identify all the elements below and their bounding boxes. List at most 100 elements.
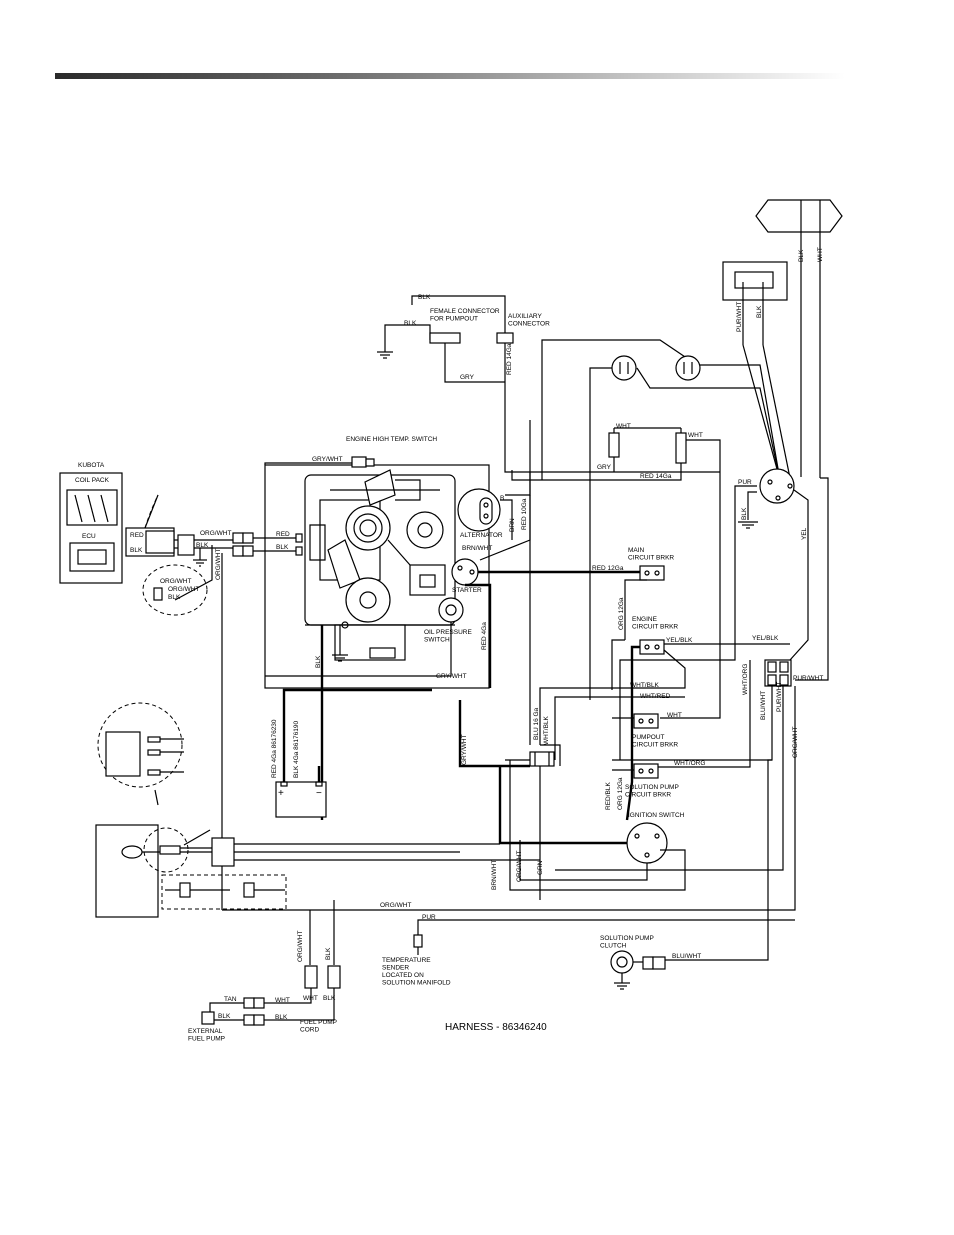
svg-text:BLK: BLK (323, 995, 336, 1002)
svg-text:−: − (316, 788, 322, 799)
svg-text:WHT: WHT (817, 247, 824, 262)
svg-text:BRN/WHT: BRN/WHT (491, 860, 498, 890)
svg-text:ORG/WHT: ORG/WHT (792, 727, 799, 758)
svg-text:BLK: BLK (218, 1013, 231, 1020)
svg-text:WHT/BLK: WHT/BLK (543, 715, 550, 745)
sensor-detail-callout (97, 702, 184, 806)
svg-text:BLU/WHT: BLU/WHT (672, 953, 701, 960)
svg-text:ORG/WHT: ORG/WHT (168, 586, 199, 593)
svg-text:RED/BLK: RED/BLK (605, 782, 612, 810)
svg-text:ECU: ECU (82, 533, 96, 540)
svg-text:WHT: WHT (616, 423, 631, 430)
svg-text:B: B (500, 495, 504, 502)
svg-text:BLU/WHT: BLU/WHT (760, 691, 767, 720)
svg-text:PUR/WHT: PUR/WHT (776, 682, 783, 712)
engine-high-temp-switch: ENGINE HIGH TEMP. SWITCH GRY/WHT (264, 436, 437, 468)
svg-text:ORG 12Ga: ORG 12Ga (617, 777, 624, 810)
svg-text:ORG 12Ga: ORG 12Ga (618, 597, 625, 630)
svg-text:GRY/WHT: GRY/WHT (436, 673, 467, 680)
svg-text:ORG/WHT: ORG/WHT (516, 851, 523, 882)
center-connector: WHT/BLK GRN GRY/WHT BRN/WHT ORG/WHT (458, 700, 561, 900)
svg-text:BRN/WHT: BRN/WHT (462, 545, 492, 552)
svg-text:BLK: BLK (756, 305, 763, 318)
svg-text:COIL PACK: COIL PACK (75, 477, 110, 484)
relay-terminal: WHT WHT GRY RED 14Ga (511, 423, 721, 719)
svg-text:YEL/BLK: YEL/BLK (752, 635, 779, 642)
kubota-harness: RED BLK ORG/WHT BLK RED BLK ORG/WHT ORG/… (125, 494, 303, 910)
svg-text:+: + (278, 788, 284, 799)
svg-text:RED 4Ga: RED 4Ga (481, 622, 488, 650)
kubota-coil-pack: KUBOTA COIL PACK ECU (59, 462, 123, 584)
svg-text:RED 4Ga 86176230: RED 4Ga 86176230 (271, 719, 278, 778)
svg-text:WHT: WHT (275, 997, 290, 1004)
svg-text:GRY: GRY (460, 374, 475, 381)
svg-text:BLK 4Ga 86176190: BLK 4Ga 86176190 (293, 721, 300, 778)
svg-text:BLU 16 Ga: BLU 16 Ga (533, 707, 540, 740)
svg-text:BLK: BLK (418, 294, 431, 301)
svg-text:PUR: PUR (422, 914, 436, 921)
svg-text:BLK: BLK (130, 547, 143, 554)
svg-text:IGNITION SWITCH: IGNITION SWITCH (628, 812, 685, 819)
svg-text:KUBOTA: KUBOTA (78, 462, 105, 469)
svg-text:ALTERNATOR: ALTERNATOR (460, 532, 503, 539)
svg-text:RED: RED (130, 532, 144, 539)
svg-text:BRN: BRN (509, 518, 516, 532)
svg-text:BLK: BLK (315, 655, 322, 668)
central-connector-hub: PUR BLK YEL PUR/WHT (619, 468, 829, 760)
harness-label: HARNESS - 86346240 (445, 1022, 547, 1033)
svg-text:BLK: BLK (325, 947, 332, 960)
ignition-switch: IGNITION SWITCH RED/BLK ORG 12Ga (498, 760, 686, 891)
plug-socket: PUR/WHT BLK (722, 261, 788, 345)
svg-text:BLK: BLK (741, 507, 748, 520)
svg-text:RED 14Ga: RED 14Ga (640, 473, 672, 480)
svg-text:BLK: BLK (275, 1014, 288, 1021)
svg-text:PUR: PUR (738, 479, 752, 486)
svg-text:WHT/ORG: WHT/ORG (742, 664, 749, 695)
fuel-tank-box (95, 824, 540, 918)
pumpout-plug-left (611, 355, 637, 381)
svg-text:BLK: BLK (404, 320, 417, 327)
svg-text:GRY/WHT: GRY/WHT (312, 456, 343, 463)
svg-text:WHT/ORG: WHT/ORG (674, 760, 705, 767)
svg-text:PUR/WHT: PUR/WHT (736, 302, 743, 332)
svg-text:WHT: WHT (688, 432, 703, 439)
header-gradient-bar (55, 73, 845, 79)
svg-text:BLK: BLK (276, 544, 289, 551)
svg-text:TAN: TAN (224, 996, 237, 1003)
svg-text:YEL/BLK: YEL/BLK (666, 637, 693, 644)
svg-text:GRY: GRY (597, 464, 612, 471)
svg-text:STARTER: STARTER (452, 587, 482, 594)
svg-text:BLK: BLK (168, 594, 181, 601)
svg-text:BLK: BLK (798, 249, 805, 262)
svg-text:ORG/WHT: ORG/WHT (380, 902, 411, 909)
svg-text:WHT/RED: WHT/RED (640, 693, 671, 700)
svg-text:ORG/WHT: ORG/WHT (297, 931, 304, 962)
svg-text:RED 10Ga: RED 10Ga (521, 498, 528, 530)
pumpout-plug-right (675, 355, 701, 381)
svg-text:YEL: YEL (801, 527, 808, 540)
svg-text:WHT: WHT (667, 712, 682, 719)
battery: + − RED 4Ga 86176230 BLK 4Ga 86176190 (271, 688, 432, 818)
svg-text:WHT: WHT (303, 995, 318, 1002)
